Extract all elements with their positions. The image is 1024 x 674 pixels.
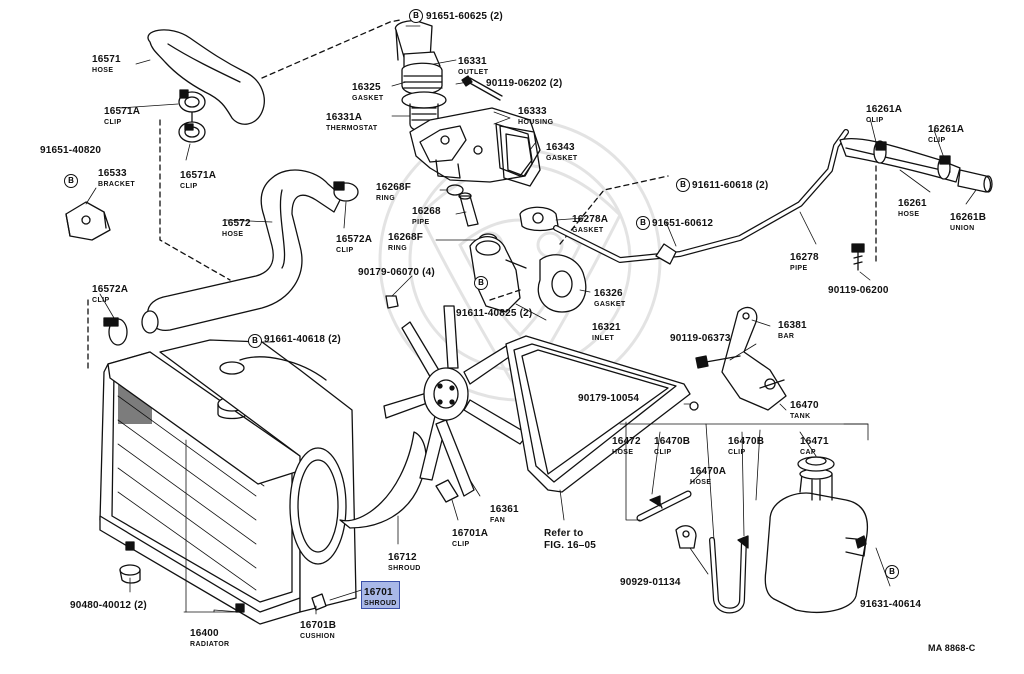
part-label: 91651-40820	[40, 145, 102, 156]
part-label: 90929-01134	[620, 577, 681, 588]
inlet-gasket-16326	[537, 254, 587, 313]
callout-b-icon: B	[474, 276, 488, 290]
water-outlet-16331	[394, 20, 443, 95]
part-label: 91651-60625 (2)	[426, 11, 503, 22]
water-inlet-16321	[469, 236, 527, 313]
callout-b-icon: B	[248, 334, 262, 348]
nut-90179-10054	[689, 401, 699, 411]
plug-90480-40012	[119, 564, 141, 584]
callout-b-icon: B	[885, 565, 899, 579]
callout-b-icon: B	[636, 216, 650, 230]
figure-code: MA 8868-C	[928, 643, 976, 653]
part-label: 90179-06070 (4)	[358, 267, 435, 278]
overflow-hose-16472	[636, 490, 692, 522]
housing-gasket-16343	[499, 125, 541, 187]
part-label: 91611-40825 (2)	[456, 308, 533, 319]
fan-shroud-16712	[339, 431, 427, 529]
clip-16572A-upper	[333, 181, 359, 202]
part-label: 90179-10054	[578, 393, 640, 404]
reservoir-hose-16470A	[709, 537, 747, 614]
hose-16261	[839, 137, 961, 183]
clip-16470B-left	[649, 495, 661, 507]
bracket-16533	[65, 201, 111, 241]
clip-16571A-upper	[178, 89, 206, 113]
reservoir-cap-16471	[797, 456, 835, 472]
clip-16701A	[435, 479, 459, 503]
part-label: 91631-40614	[860, 599, 922, 610]
callout-b-icon: B	[64, 174, 78, 188]
part-label: 91651-60612	[652, 218, 714, 229]
upper-hose-16571	[147, 29, 265, 125]
callout-b-icon: B	[409, 9, 423, 23]
union-16261B	[957, 169, 993, 193]
bar-16381	[721, 306, 787, 411]
reservoir-tank-16470	[764, 468, 869, 613]
clip-16571A-lower	[178, 121, 206, 143]
clamp-90929-01134	[675, 525, 697, 549]
pipe-16268	[458, 192, 479, 227]
callout-b-icon: B	[676, 178, 690, 192]
clip-16470B-right	[737, 535, 749, 549]
part-label: 90480-40012 (2)	[70, 600, 147, 611]
part-label: 91611-60618 (2)	[692, 180, 769, 191]
fan-shroud-16701	[159, 339, 357, 613]
part-label: 91661-40618 (2)	[264, 334, 341, 345]
lower-hose-16572	[141, 169, 343, 334]
drive-belt	[505, 335, 691, 493]
cushion-16701B	[311, 593, 327, 611]
water-pipe-16278	[553, 129, 849, 263]
clip-16261A-left	[873, 140, 887, 164]
clip-16572A-lower	[103, 317, 128, 346]
pipe-gasket-16278A	[519, 206, 559, 232]
part-label: 90119-06200	[828, 285, 889, 296]
part-label: 90119-06373	[670, 333, 731, 344]
bolt-90119-06200	[851, 243, 865, 271]
clip-16261A-right	[937, 155, 951, 180]
part-label: 90119-06202 (2)	[486, 78, 563, 89]
bolt-90119-06202	[461, 75, 503, 101]
